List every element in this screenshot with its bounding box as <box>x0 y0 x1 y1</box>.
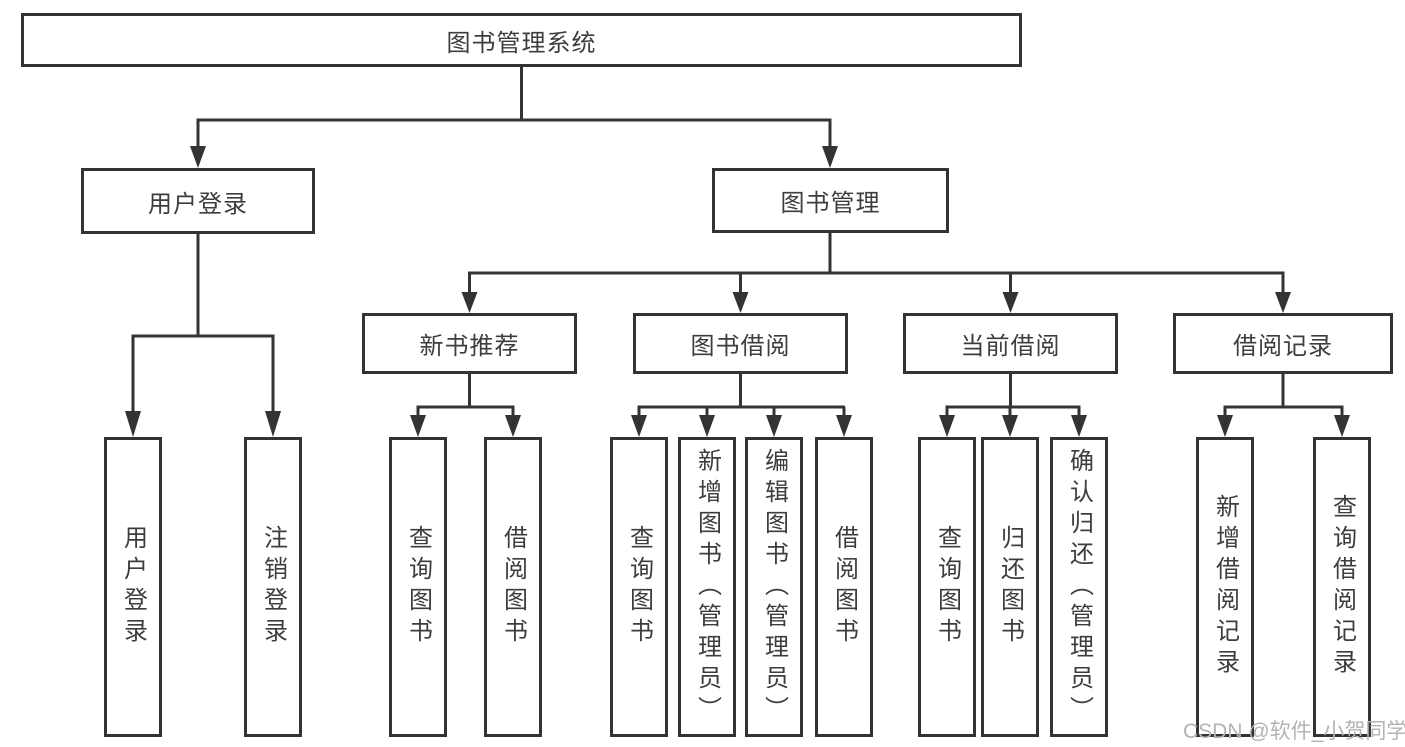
node-book-management-label: 图书管理 <box>780 190 881 217</box>
connector-root-to-level2 <box>190 67 838 168</box>
node-return-book: 归还图书 <box>981 437 1039 737</box>
node-user-login: 用户登录 <box>81 168 315 234</box>
node-rec-query-books: 查询图书 <box>389 437 447 737</box>
connector-current-borrow-to-leaves <box>939 374 1087 437</box>
connector-book-borrow-to-leaves <box>631 374 852 437</box>
node-library-system-label: 图书管理系统 <box>446 29 597 57</box>
node-query-borrow-record: 查询借阅记录 <box>1313 437 1371 737</box>
node-borrow-records: 借阅记录 <box>1173 313 1393 374</box>
node-logout-label: 注销登录 <box>259 525 287 649</box>
node-rec-borrow-books-label: 借阅图书 <box>499 525 527 649</box>
node-user-login-action: 用户登录 <box>104 437 162 737</box>
node-borrow-query-books: 查询图书 <box>610 437 668 737</box>
node-library-system: 图书管理系统 <box>21 13 1022 67</box>
node-current-query-books-label: 查询图书 <box>933 525 961 649</box>
node-confirm-return-admin: 确认归还（管理员） <box>1050 437 1108 737</box>
node-add-borrow-record: 新增借阅记录 <box>1196 437 1254 737</box>
node-user-login-label: 用户登录 <box>148 190 248 218</box>
node-add-borrow-record-label: 新增借阅记录 <box>1211 494 1239 680</box>
connector-new-book-rec-to-leaves <box>410 374 521 437</box>
connector-borrow-records-to-leaves <box>1217 374 1350 437</box>
node-new-book-recommend-label: 新书推荐 <box>419 333 520 360</box>
node-edit-book-admin-label: 编辑图书（管理员） <box>760 447 788 727</box>
node-add-book-admin: 新增图书（管理员） <box>678 437 736 737</box>
node-borrow-books-label: 借阅图书 <box>830 525 858 649</box>
node-borrow-query-books-label: 查询图书 <box>625 525 653 649</box>
node-current-borrow: 当前借阅 <box>903 313 1118 374</box>
node-borrow-records-label: 借阅记录 <box>1233 333 1333 360</box>
csdn-watermark: CSDN @软件_小贺同学 <box>1183 720 1405 743</box>
node-return-book-label: 归还图书 <box>996 525 1024 649</box>
node-book-borrow-label: 图书借阅 <box>690 333 791 360</box>
node-logout: 注销登录 <box>244 437 302 737</box>
node-query-borrow-record-label: 查询借阅记录 <box>1328 494 1356 680</box>
node-current-query-books: 查询图书 <box>918 437 976 737</box>
node-edit-book-admin: 编辑图书（管理员） <box>745 437 803 737</box>
node-user-login-action-label: 用户登录 <box>119 525 147 649</box>
node-confirm-return-admin-label: 确认归还（管理员） <box>1065 447 1093 727</box>
node-rec-borrow-books: 借阅图书 <box>484 437 542 737</box>
node-new-book-recommend: 新书推荐 <box>362 313 577 374</box>
node-book-borrow: 图书借阅 <box>633 313 848 374</box>
node-add-book-admin-label: 新增图书（管理员） <box>693 447 721 727</box>
node-rec-query-books-label: 查询图书 <box>404 525 432 649</box>
node-current-borrow-label: 当前借阅 <box>960 333 1061 360</box>
connector-user-login-to-leaves <box>125 234 281 437</box>
connector-book-mgmt-to-level3 <box>461 233 1291 313</box>
node-book-management: 图书管理 <box>712 168 949 233</box>
node-borrow-books: 借阅图书 <box>815 437 873 737</box>
